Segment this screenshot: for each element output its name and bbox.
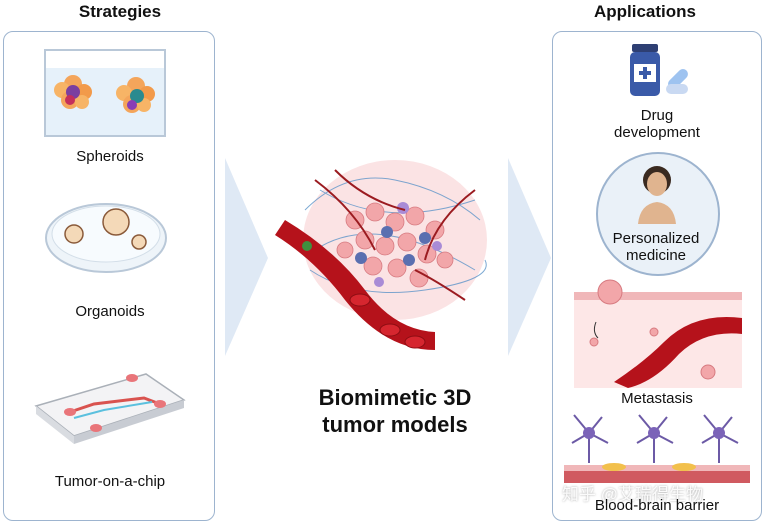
center-title: Biomimetic 3D tumor models (285, 384, 505, 438)
tumor-on-a-chip-label: Tumor-on-a-chip (54, 473, 166, 490)
personalized-medicine-label: Personalized medicine (612, 230, 700, 264)
blood-brain-barrier-label: Blood-brain barrier (594, 497, 720, 514)
metastasis-illustration (574, 279, 742, 388)
center-title-line1: Biomimetic 3D (318, 385, 472, 410)
spheroids-well-icon (44, 49, 166, 137)
applications-title: Applications (593, 2, 696, 21)
watermark-text: 知乎 @艾瑞得生物 (562, 485, 703, 504)
spheroid-cluster-2 (116, 77, 155, 113)
person-avatar-icon (638, 166, 676, 224)
spheroid-cluster-1 (54, 75, 92, 109)
tumor-chip-icon (34, 373, 186, 444)
right-arrow-icon (225, 158, 268, 356)
tumor-vessel-illustration (275, 160, 487, 350)
organoids-dish-icon (45, 203, 167, 273)
drug-bottle-icon (630, 44, 688, 96)
right-arrow-icon (508, 158, 551, 356)
blood-brain-barrier-illustration (564, 414, 750, 483)
metastasis-label: Metastasis (621, 390, 693, 407)
center-title-line2: tumor models (322, 412, 468, 437)
applications-panel (552, 31, 762, 521)
strategies-title: Strategies (78, 2, 162, 21)
organoids-label: Organoids (75, 303, 145, 320)
drug-development-label: Drug development (614, 107, 700, 141)
spheroids-label: Spheroids (76, 148, 144, 165)
